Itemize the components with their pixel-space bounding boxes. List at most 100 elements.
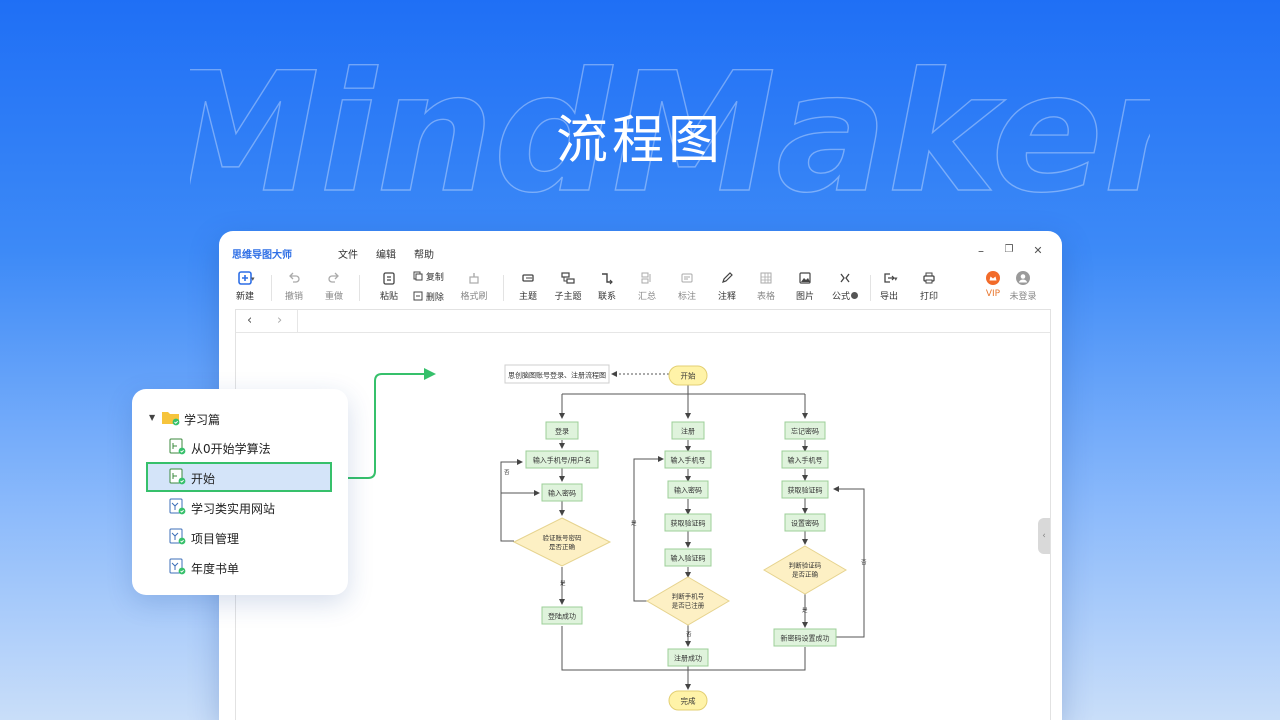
tree-item[interactable]: 项目管理 <box>191 532 240 546</box>
tree-item[interactable]: 年度书单 <box>191 562 240 576</box>
register-success-node[interactable] <box>667 648 709 667</box>
register-input-code-label: 输入验证码 <box>671 554 706 563</box>
undo-button[interactable]: 撤销 <box>274 271 314 302</box>
export-dropdown-icon[interactable]: ▾ <box>894 275 898 283</box>
register-input-code-node[interactable] <box>664 548 712 567</box>
login-input-pwd-label: 输入密码 <box>548 489 576 498</box>
label-button[interactable]: 标注 <box>667 271 707 302</box>
background-brand-word: MindMaker <box>190 40 1150 210</box>
summary-label: 汇总 <box>637 292 656 302</box>
copy-button[interactable]: 复制 <box>413 270 444 283</box>
app-window: 思维导图大师 文件 编辑 帮助 – ❐ ✕ 新建 ▾ 撤销 重做 粘贴 复制 <box>219 231 1062 720</box>
login-button[interactable]: 未登录 <box>1003 271 1043 302</box>
print-icon <box>923 272 935 284</box>
tree-root-label[interactable]: 学习篇 <box>184 413 221 427</box>
print-button[interactable]: 打印 <box>909 271 949 302</box>
forward-button[interactable]: › <box>277 313 283 328</box>
export-button[interactable]: 导出 <box>869 271 909 302</box>
login-success-node[interactable] <box>541 606 583 625</box>
forgot-yes-label: 是 <box>802 607 808 614</box>
forgot-input-phone-node[interactable] <box>781 450 829 469</box>
label-label: 标注 <box>677 292 696 302</box>
canvas-area[interactable]: ‹ › <box>235 309 1051 720</box>
relation-label: 联系 <box>597 292 616 302</box>
register-input-phone-label: 输入手机号 <box>671 456 706 465</box>
start-node[interactable] <box>668 365 708 386</box>
verify-line-1: 验证账号密码 <box>543 533 583 542</box>
register-yes-label: 是 <box>631 520 637 527</box>
subtopic-button[interactable]: 子主题 <box>548 271 588 302</box>
caret-down-icon[interactable]: ▼ <box>149 413 156 422</box>
verify-decision[interactable] <box>512 517 612 567</box>
register-get-code-node[interactable] <box>664 513 712 532</box>
redo-button[interactable]: 重做 <box>314 271 354 302</box>
code-check-decision[interactable] <box>763 545 847 595</box>
input-user-node[interactable] <box>525 450 599 469</box>
summary-button[interactable]: 汇总 <box>627 271 667 302</box>
minimize-button[interactable]: – <box>978 244 984 258</box>
new-dropdown-icon[interactable]: ▾ <box>251 275 255 283</box>
vip-label: VIP <box>985 289 1001 299</box>
relation-button[interactable]: 联系 <box>587 271 627 302</box>
note-box[interactable] <box>504 364 610 384</box>
side-panel-handle[interactable]: ‹ <box>1038 518 1050 554</box>
phone-check-decision[interactable] <box>646 576 730 626</box>
forgot-get-code-label: 获取验证码 <box>788 486 823 495</box>
formula-icon <box>840 273 850 283</box>
tree-item[interactable]: 学习类实用网站 <box>191 502 276 516</box>
code-check-line-1: 判断验证码 <box>789 561 822 570</box>
register-node[interactable] <box>671 421 705 440</box>
back-button[interactable]: ‹ <box>247 313 253 328</box>
code-check-line-2: 是否正确 <box>792 570 819 579</box>
formula-label: 公式 <box>825 289 865 302</box>
menu-help[interactable]: 帮助 <box>414 250 434 261</box>
vip-button[interactable]: VIP <box>973 271 1013 299</box>
end-label: 完成 <box>681 696 696 706</box>
register-input-pwd-node[interactable] <box>667 480 709 499</box>
new-button[interactable]: 新建 <box>225 271 265 302</box>
delete-label: 删除 <box>425 293 444 303</box>
end-node[interactable] <box>668 690 708 711</box>
note-button[interactable]: 注释 <box>707 271 747 302</box>
image-button[interactable]: 图片 <box>785 271 825 302</box>
formula-button[interactable]: 公式 <box>825 271 865 302</box>
table-button[interactable]: 表格 <box>746 271 786 302</box>
login-node[interactable] <box>545 421 579 440</box>
paste-button[interactable]: 粘贴 <box>369 271 409 302</box>
tree-item-selected[interactable]: 开始 <box>191 472 216 486</box>
new-icon <box>238 271 252 285</box>
forgot-node[interactable] <box>784 421 826 440</box>
print-label: 打印 <box>919 292 938 302</box>
redo-icon <box>328 272 339 283</box>
tree-item[interactable]: 从0开始学算法 <box>191 442 271 456</box>
forgot-label: 忘记密码 <box>791 427 819 436</box>
register-success-label: 注册成功 <box>674 654 702 663</box>
format-brush-button[interactable]: 格式刷 <box>454 271 494 302</box>
register-label: 注册 <box>681 427 695 436</box>
set-pwd-node[interactable] <box>784 513 826 532</box>
menu-file[interactable]: 文件 <box>338 250 358 261</box>
undo-icon <box>289 272 300 283</box>
subtopic-label: 子主题 <box>554 292 582 302</box>
login-yes-label: 是 <box>560 580 566 587</box>
login-input-pwd-node[interactable] <box>541 483 583 502</box>
toolbar-separator <box>271 275 272 301</box>
login-success-label: 登陆成功 <box>548 612 576 621</box>
flowchart: 思创脑图账号登录、注册流程图 开始 登录 输入手机号/用户名 输入密码 验证账号… <box>500 364 867 711</box>
close-button[interactable]: ✕ <box>1033 244 1043 257</box>
new-pwd-success-node[interactable] <box>773 628 837 647</box>
forgot-get-code-node[interactable] <box>781 480 829 499</box>
delete-button[interactable]: 删除 <box>413 290 444 303</box>
restore-button[interactable]: ❐ <box>1004 244 1014 255</box>
summary-icon <box>641 272 651 284</box>
flowchart-file-icon <box>169 528 186 545</box>
redo-label: 重做 <box>324 292 343 302</box>
menu-edit[interactable]: 编辑 <box>376 250 396 261</box>
paste-label: 粘贴 <box>379 292 398 302</box>
delete-icon <box>413 291 423 301</box>
label-icon <box>681 273 693 283</box>
register-input-phone-node[interactable] <box>664 450 712 469</box>
toolbar: 新建 ▾ 撤销 重做 粘贴 复制 删除 格式刷 <box>219 267 1062 307</box>
topic-button[interactable]: 主题 <box>508 271 548 302</box>
